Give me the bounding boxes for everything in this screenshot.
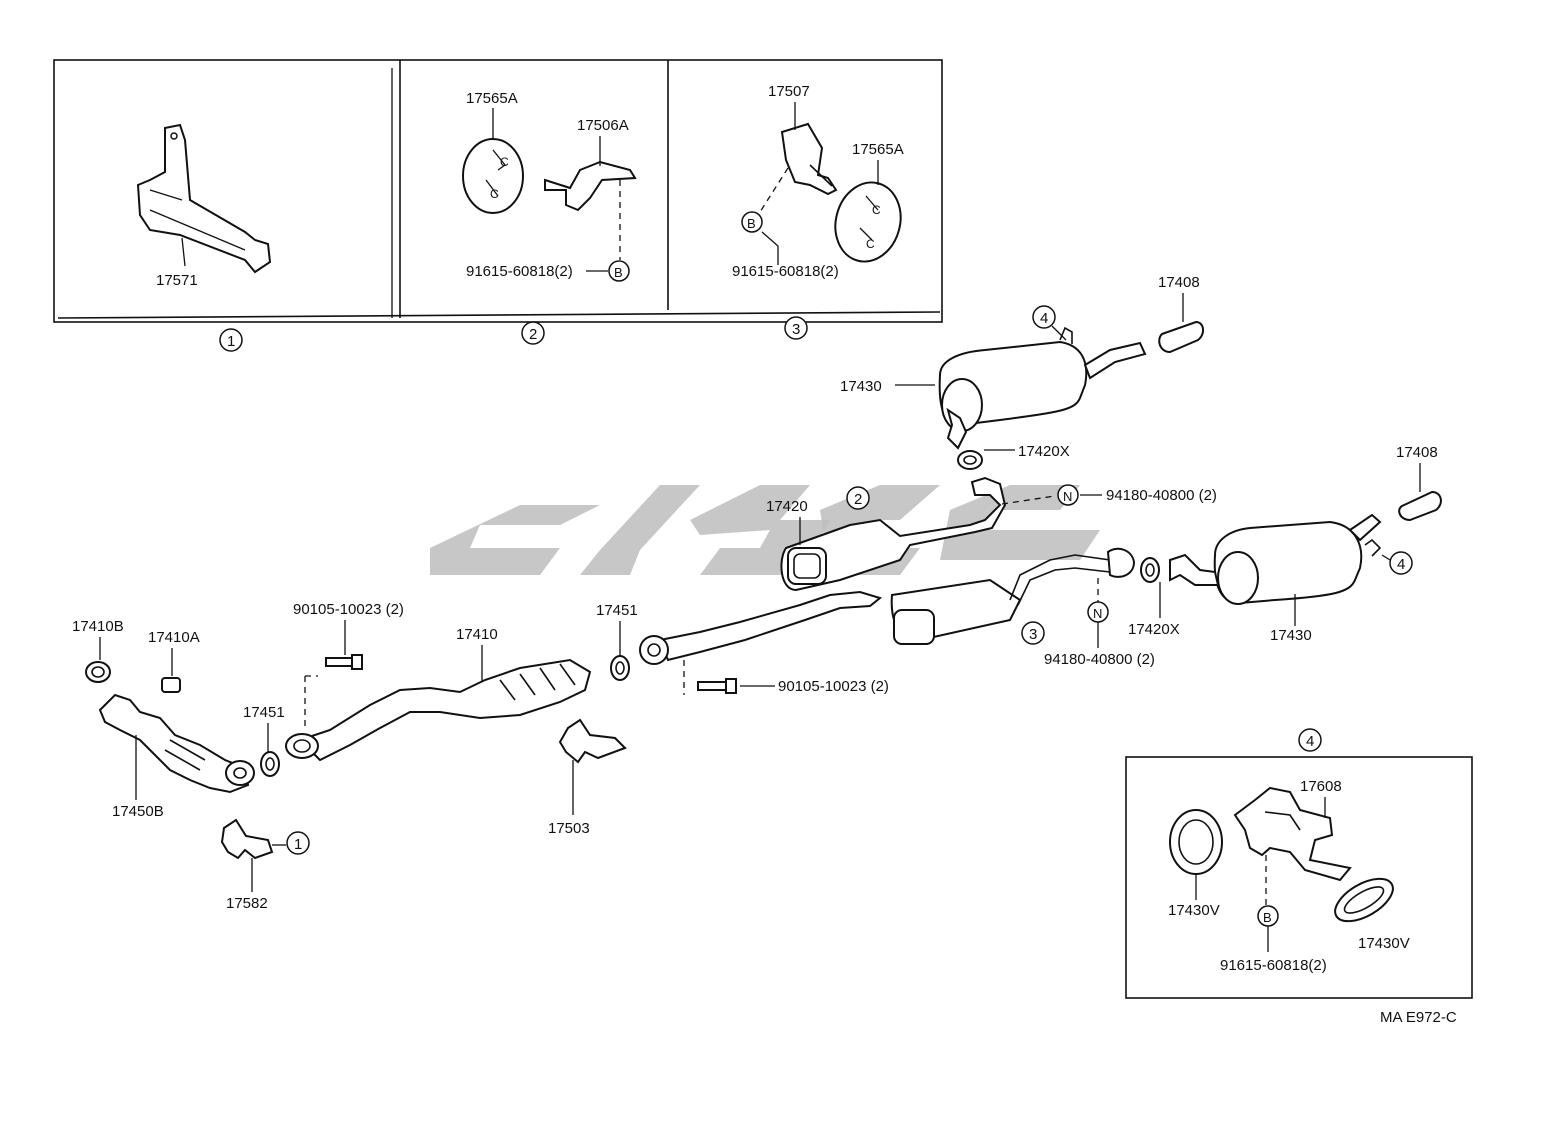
callout-2-mid — [846, 486, 870, 510]
callout-4-top-text: 4 — [1040, 310, 1048, 327]
inset-number-3-text: 3 — [792, 321, 800, 338]
inset-number-2-text: 2 — [529, 326, 537, 343]
callout-1-bottom — [286, 831, 310, 855]
part-label-17582: 17582 — [226, 895, 268, 912]
bolt-label-inset4: 91615-60818(2) — [1220, 957, 1327, 974]
part-label-94180-top: 94180-40800 (2) — [1106, 487, 1217, 504]
hanger-rubber-17565A: C C — [462, 138, 524, 214]
part-label-17451-left: 17451 — [243, 704, 285, 721]
bolt-label-inset3: 91615-60818(2) — [732, 263, 839, 280]
tail-pipe-17408-right — [1398, 490, 1442, 522]
part-label-17565A-inset2: 17565A — [466, 90, 518, 107]
bolt-symbol-text-inset4: B — [1263, 910, 1272, 925]
gasket-17410B — [85, 661, 111, 683]
exhaust-pipe-17410 — [285, 658, 592, 762]
gasket-17451-left — [260, 751, 280, 777]
inset-panel-top — [53, 59, 943, 323]
front-pipe-17450B — [98, 693, 250, 794]
inset-number-2 — [521, 321, 545, 345]
callout-4-right-text: 4 — [1397, 556, 1405, 573]
part-label-17430-top: 17430 — [840, 378, 882, 395]
inset-number-3 — [784, 316, 808, 340]
nut-symbol-n-top — [1057, 484, 1079, 506]
hanger-bracket-17608 — [1233, 786, 1352, 882]
part-label-17420: 17420 — [766, 498, 808, 515]
part-label-17430-right: 17430 — [1270, 627, 1312, 644]
bracket-17503 — [558, 718, 627, 764]
muffler-17430-upper — [938, 326, 1147, 450]
svg-text:C: C — [872, 203, 881, 217]
gasket-17420X-right — [1140, 557, 1160, 583]
part-label-17503: 17503 — [548, 820, 590, 837]
inset-number-1-text: 1 — [227, 333, 235, 350]
callout-3-mid — [1021, 621, 1045, 645]
part-label-17420X-right: 17420X — [1128, 621, 1180, 638]
callout-3-mid-text: 3 — [1029, 626, 1037, 643]
part-label-90105-top: 90105-10023 (2) — [293, 601, 404, 618]
part-label-17408-top: 17408 — [1158, 274, 1200, 291]
hanger-bracket-17507 — [780, 122, 838, 196]
part-label-17430V-right: 17430V — [1358, 935, 1410, 952]
bolt-symbol-b-inset3 — [741, 211, 763, 233]
inset-number-4-text: 4 — [1306, 733, 1314, 750]
center-pipe-17420 — [780, 476, 1136, 645]
part-label-17506A: 17506A — [577, 117, 629, 134]
part-label-17408-right: 17408 — [1396, 444, 1438, 461]
diagram-code: MA E972-C — [1380, 1009, 1457, 1026]
bolt-label-inset2: 91615-60818(2) — [466, 263, 573, 280]
callout-1-bottom-text: 1 — [294, 836, 302, 853]
svg-text:C: C — [500, 155, 509, 169]
hanger-rubber-17565A-inset3: C C — [834, 181, 902, 263]
bolt-90105-mid — [697, 678, 737, 694]
bolt-symbol-text-inset2: B — [614, 265, 623, 280]
hanger-bracket-17506A — [544, 160, 637, 212]
nut-17410A — [161, 677, 181, 693]
bolt-symbol-b-inset2 — [608, 260, 630, 282]
part-label-17410: 17410 — [456, 626, 498, 643]
part-label-17450B: 17450B — [112, 803, 164, 820]
bolt-90105-top — [325, 654, 363, 670]
inset-number-4 — [1298, 728, 1322, 752]
gasket-17430V-left — [1169, 809, 1223, 875]
gasket-17451-mid — [610, 655, 630, 681]
part-label-17410A: 17410A — [148, 629, 200, 646]
part-label-90105-mid: 90105-10023 (2) — [778, 678, 889, 695]
part-label-17410B: 17410B — [72, 618, 124, 635]
part-label-17420X-top: 17420X — [1018, 443, 1070, 460]
part-label-17608: 17608 — [1300, 778, 1342, 795]
svg-text:C: C — [490, 187, 499, 201]
gasket-17430V-right — [1334, 877, 1394, 923]
muffler-17430-right — [1169, 513, 1382, 605]
callout-4-right — [1389, 551, 1413, 575]
svg-text:C: C — [866, 237, 875, 251]
part-label-17507: 17507 — [768, 83, 810, 100]
callout-2-mid-text: 2 — [854, 491, 862, 508]
part-label-17451-mid: 17451 — [596, 602, 638, 619]
bolt-symbol-text-inset3: B — [747, 216, 756, 231]
watermark-logo — [430, 485, 1100, 575]
part-label-17565A-inset3: 17565A — [852, 141, 904, 158]
intermediate-pipe — [639, 590, 883, 665]
tail-pipe-17408-top — [1158, 320, 1204, 354]
part-label-17430V-left: 17430V — [1168, 902, 1220, 919]
bracket-17571 — [136, 123, 272, 274]
bracket-17582 — [220, 818, 274, 860]
gasket-17420X-top — [957, 450, 983, 470]
part-label-94180-mid: 94180-40800 (2) — [1044, 651, 1155, 668]
nut-symbol-n-top-text: N — [1063, 489, 1072, 504]
callout-4-top — [1032, 305, 1056, 329]
inset-panel-4 — [1125, 756, 1473, 999]
inset-number-1 — [219, 328, 243, 352]
nut-symbol-n-mid-text: N — [1093, 606, 1102, 621]
part-label-17571: 17571 — [156, 272, 198, 289]
